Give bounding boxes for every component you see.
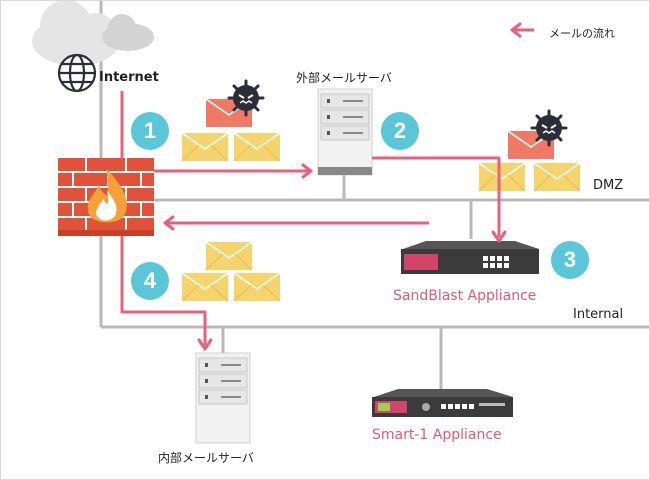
- internal-mail-server-label: 内部メールサーバ: [158, 451, 254, 465]
- arrow-icon: [163, 22, 522, 351]
- step-badge-4: 4: [131, 262, 169, 300]
- legend-label: メールの流れ: [549, 27, 615, 40]
- internal-mail-server-icon: [195, 352, 251, 444]
- internet-label: Internet: [99, 70, 159, 85]
- mail-flow-arrows: [120, 28, 534, 345]
- smart1-appliance-label: Smart-1 Appliance: [372, 427, 502, 443]
- sandblast-appliance-label: SandBlast Appliance: [393, 288, 537, 304]
- internal-network-label: Internal: [573, 307, 624, 322]
- sandblast-appliance-icon: [401, 241, 539, 274]
- external-mail-server-label: 外部メールサーバ: [296, 71, 392, 85]
- step-badge-3: 3: [551, 241, 589, 279]
- step-badge-1: 1: [131, 112, 169, 150]
- step-badge-2: 2: [381, 112, 419, 150]
- network-lines: [99, 1, 649, 389]
- firewall-icon: [58, 158, 154, 236]
- dmz-label: DMZ: [593, 178, 624, 193]
- external-mail-server-icon: [317, 88, 373, 176]
- globe-icon: [57, 53, 97, 93]
- cloud-icon: [32, 1, 154, 66]
- smart1-appliance-icon: [372, 389, 513, 417]
